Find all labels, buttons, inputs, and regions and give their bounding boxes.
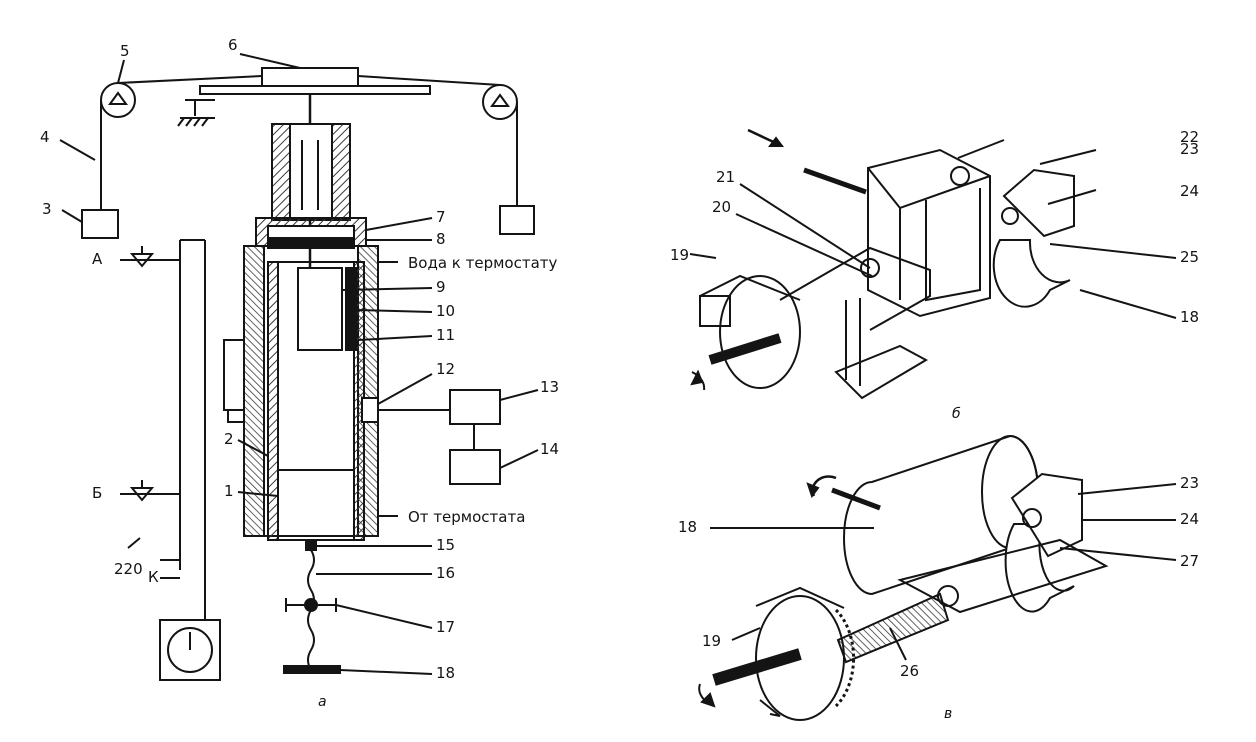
label-18: 18 [436,664,455,682]
label-25: 25 [1180,248,1199,266]
label-8: 8 [436,230,446,248]
pressure-gauge [159,619,221,681]
label-20: 20 [712,198,731,216]
caption-b: б [952,406,961,422]
left-weight [81,209,119,239]
label-15: 15 [436,536,455,554]
label-9: 9 [436,278,446,296]
label-1: 1 [224,482,234,500]
label-switch: К [148,568,159,586]
view-c [698,434,1177,721]
label-14: 14 [540,440,559,458]
schematic-a [59,53,539,681]
lever-beam [261,67,359,87]
caption-c: в [944,706,952,722]
block-14 [449,449,501,485]
label-21: 21 [716,168,735,186]
label-18-b: 18 [1180,308,1199,326]
lever-arm [199,85,431,95]
label-18-c: 18 [678,518,697,536]
sensor-block [361,397,379,423]
label-water-to-thermostat: Вода к термостату [408,254,558,272]
label-13: 13 [540,378,559,396]
drum-19-b [719,275,801,389]
label-12: 12 [436,360,455,378]
label-3: 3 [42,200,52,218]
label-voltage: 220 [114,560,143,578]
label-22: 22 [1180,128,1199,146]
label-4: 4 [40,128,50,146]
piston [297,267,343,351]
label-19-c: 19 [702,632,721,650]
schematic-labels: 5 6 4 3 А Б 220 К 7 8 Вода к термостату … [40,36,559,710]
label-27: 27 [1180,552,1199,570]
right-weight [499,205,535,235]
drum-19-c [755,595,845,721]
housing-b [867,148,991,318]
label-water-from-thermostat: От термостата [408,508,525,526]
label-23-c: 23 [1180,474,1199,492]
label-16: 16 [436,564,455,582]
view-b-labels: 22 23 24 25 18 21 20 19 б [670,128,1199,422]
left-pulley [100,82,136,118]
label-23: 23 [1180,140,1199,158]
caption-a: а [318,694,327,710]
label-point-b: Б [92,484,102,502]
label-5: 5 [120,42,130,60]
view-c-labels: 18 23 24 27 26 19 в [678,474,1199,722]
view-b [689,128,1177,400]
label-6: 6 [228,36,238,54]
label-10: 10 [436,302,455,320]
label-7: 7 [436,208,446,226]
right-pulley [482,84,518,120]
label-24: 24 [1180,182,1199,200]
label-17: 17 [436,618,455,636]
label-point-a: А [92,250,103,268]
label-11: 11 [436,326,455,344]
block-13 [449,389,501,425]
label-26: 26 [900,662,919,680]
label-24-c: 24 [1180,510,1199,528]
label-2: 2 [224,430,234,448]
label-19-b: 19 [670,246,689,264]
